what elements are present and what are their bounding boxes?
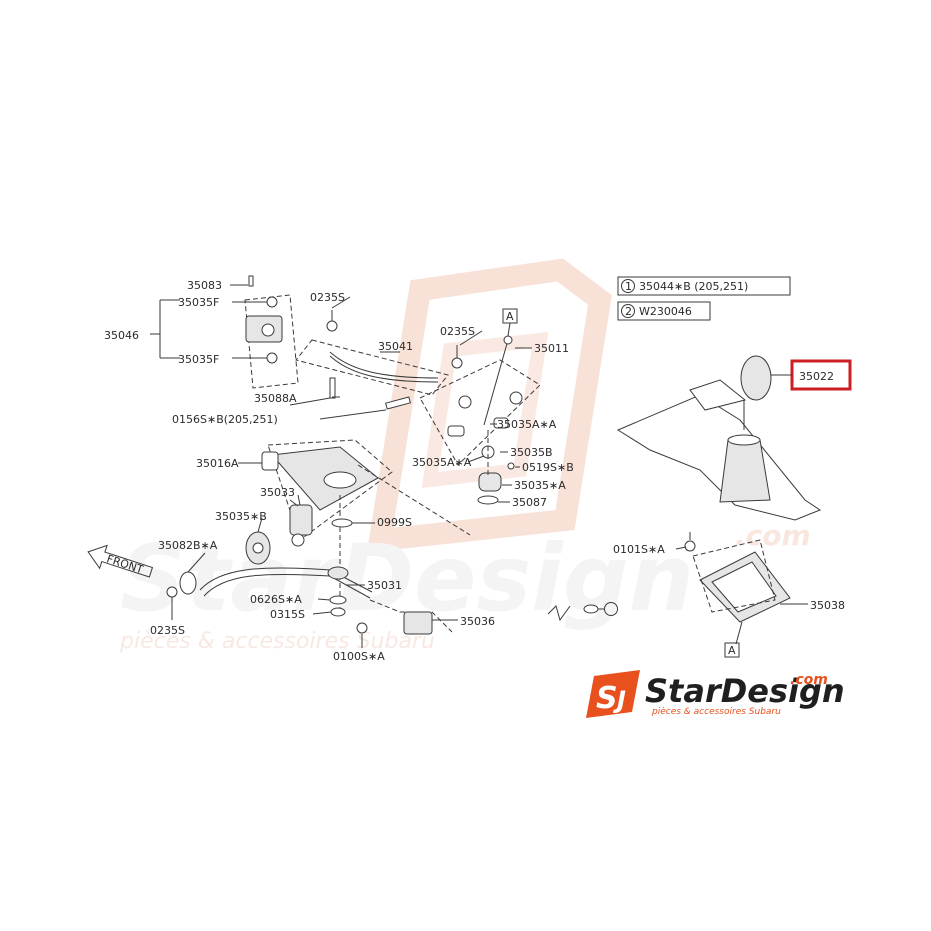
label-0100s: 0100S∗A — [333, 650, 385, 663]
console-assembly: A — [616, 355, 822, 658]
label-0156s: 0156S∗B(205,251) — [172, 413, 278, 426]
watermark-tagline: pièces & accessoires Subaru — [119, 629, 435, 654]
legend-item1-text: 35044∗B (205,251) — [639, 280, 748, 293]
label-35031: 35031 — [367, 579, 402, 592]
part-labels: 35083 35035F 35046 35035F 0235S 35041 35… — [104, 279, 845, 663]
svg-text:S: S — [596, 681, 618, 716]
circled-two-icon — [604, 602, 618, 616]
brand-name: StarDesign — [645, 672, 845, 710]
ref-box-a-top: A — [506, 310, 514, 323]
svg-text:J: J — [613, 686, 626, 714]
legend-item1-number: 1 — [625, 280, 632, 293]
highlight-callout[interactable]: 35022 — [768, 359, 852, 391]
label-0315s: 0315S — [270, 608, 305, 621]
lower-linkage — [166, 494, 453, 635]
label-35035b-lower: 35035∗B — [215, 510, 267, 523]
ref-box-a-bottom: A — [728, 644, 736, 657]
shift-lever: A — [419, 308, 541, 505]
label-0519s: 0519S∗B — [522, 461, 574, 474]
label-35035aa-right: 35035A∗A — [497, 418, 557, 431]
label-35035b: 35035B — [510, 446, 553, 459]
label-0626s: 0626S∗A — [250, 593, 302, 606]
label-35035f-bottom: 35035F — [178, 353, 219, 366]
label-35011: 35011 — [534, 342, 569, 355]
legend-item2-text: W230046 — [639, 305, 692, 318]
stardesign-logo-icon: S J — [586, 670, 640, 718]
brand-com: .com — [790, 672, 828, 688]
label-35035aa-left: 35035A∗A — [412, 456, 472, 469]
label-35087: 35087 — [512, 496, 547, 509]
leader-lines — [187, 284, 687, 648]
callout-two — [547, 602, 618, 622]
brand-tagline: pièces & accessoires Subaru — [651, 706, 781, 717]
circled-one-icon — [621, 279, 635, 293]
label-0101s: 0101S∗A — [613, 543, 665, 556]
label-35035a: 35035∗A — [514, 479, 566, 492]
label-0235s-top: 0235S — [310, 291, 345, 304]
label-35082b: 35082B∗A — [158, 539, 218, 552]
watermark-com: .com — [735, 519, 811, 552]
label-35088a: 35088A — [254, 392, 297, 405]
label-35035f-top: 35035F — [178, 296, 219, 309]
shifter-housing — [261, 439, 471, 610]
label-35083: 35083 — [187, 279, 222, 292]
label-0235s-mid: 0235S — [440, 325, 475, 338]
highlighted-part-label: 35022 — [799, 370, 834, 383]
bracket-assembly — [150, 275, 299, 389]
label-35033: 35033 — [260, 486, 295, 499]
legend: 1 35044∗B (205,251) 2 W230046 — [617, 276, 791, 321]
label-35038: 35038 — [810, 599, 845, 612]
label-35046: 35046 — [104, 329, 139, 342]
label-35036: 35036 — [460, 615, 495, 628]
legend-item2-number: 2 — [625, 305, 632, 318]
label-35016a: 35016A — [196, 457, 239, 470]
shift-rod — [295, 310, 463, 420]
circled-two-icon — [621, 304, 635, 318]
label-0999s: 0999S — [377, 516, 412, 529]
label-35041: 35041 — [378, 340, 413, 353]
label-0235s-bottom: 0235S — [150, 624, 185, 637]
